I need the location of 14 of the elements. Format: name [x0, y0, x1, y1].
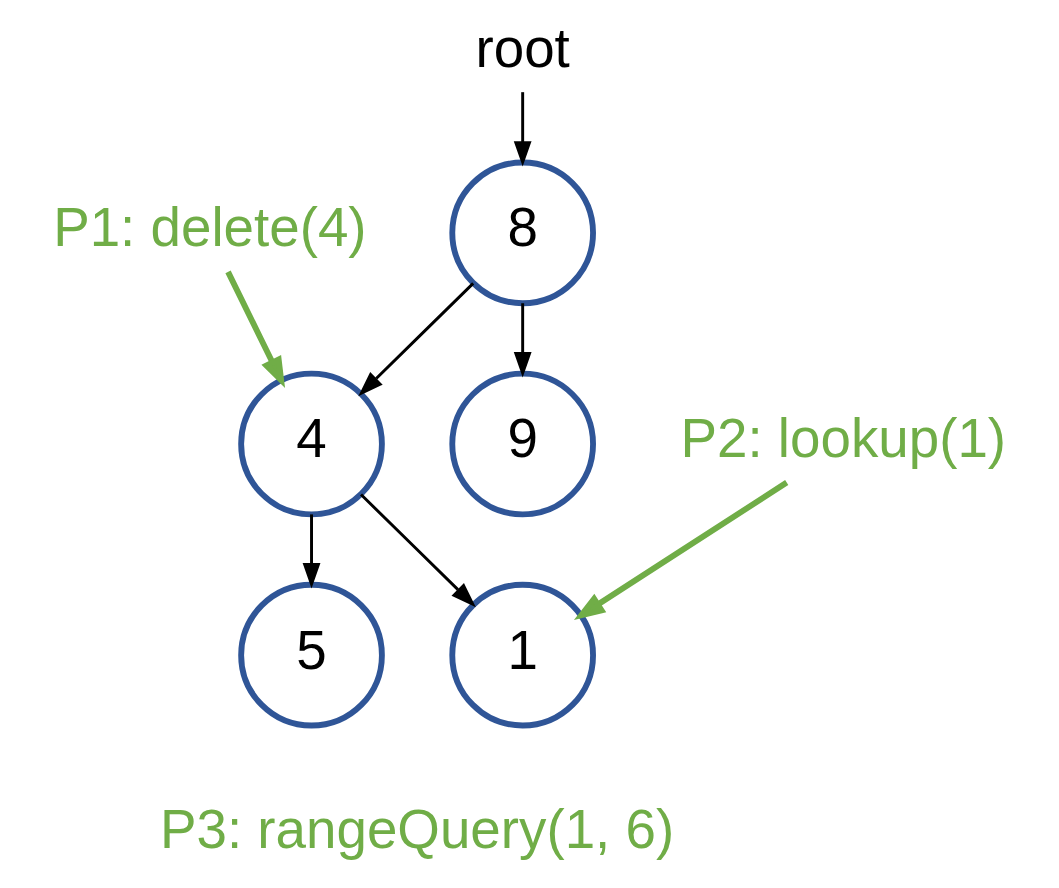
arrow [513, 303, 532, 378]
arrow [359, 493, 476, 608]
arrow [357, 282, 474, 397]
arrow [573, 480, 788, 621]
node-circle: 5 [237, 581, 385, 729]
node-text: P1: delete(4) [52, 196, 367, 259]
arrow [224, 270, 285, 389]
arrow [302, 514, 320, 589]
node-text: P2: lookup(1) [680, 407, 1006, 470]
node-text: root [475, 17, 570, 80]
node-circle: 9 [448, 370, 596, 518]
node-circle: 8 [448, 159, 596, 307]
label: P3: rangeQuery(1, 6) [159, 797, 674, 860]
arrow [513, 92, 532, 167]
